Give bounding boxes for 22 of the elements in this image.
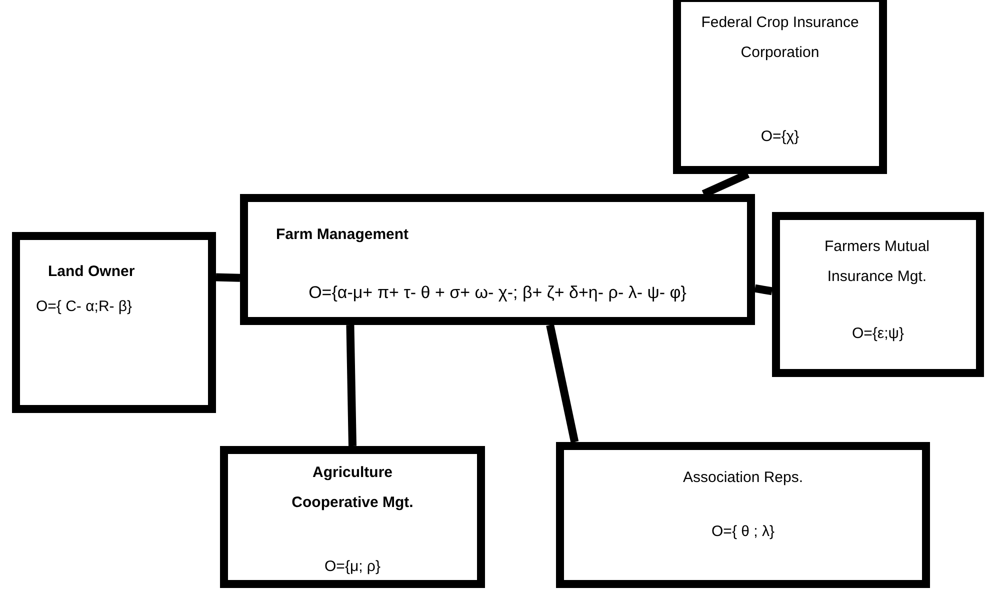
formula-text: O={χ} [760,127,800,147]
connector-line [546,324,579,443]
connector-line [346,324,356,446]
node-title: Farm Management [276,225,410,245]
formula-text: O={ C- α;R- β} [36,297,134,317]
entity-box [220,446,485,588]
entity-box [556,442,930,588]
node-title: Agriculture Cooperative Mgt. [290,463,414,513]
entity-box [240,194,755,325]
node-title: Association Reps. [682,468,804,488]
entity-box [12,232,216,413]
formula-text: O={μ; ρ} [324,557,382,577]
formula-text: O={ε;ψ} [851,324,905,344]
node-title: Federal Crop Insurance Corporation [700,13,860,63]
formula-text: O={α-μ+ π+ τ- θ + σ+ ω- χ-; β+ ζ+ δ+η- ρ- λ- ψ- φ} [308,282,688,304]
connector-line [216,273,240,282]
connector-line [754,284,773,296]
node-title: Land Owner [48,262,136,282]
entity-box [772,212,984,377]
node-title: Farmers Mutual Insurance Mgt. [823,237,931,287]
formula-text: O={ θ ; λ} [710,522,776,542]
entity-box [673,0,887,174]
